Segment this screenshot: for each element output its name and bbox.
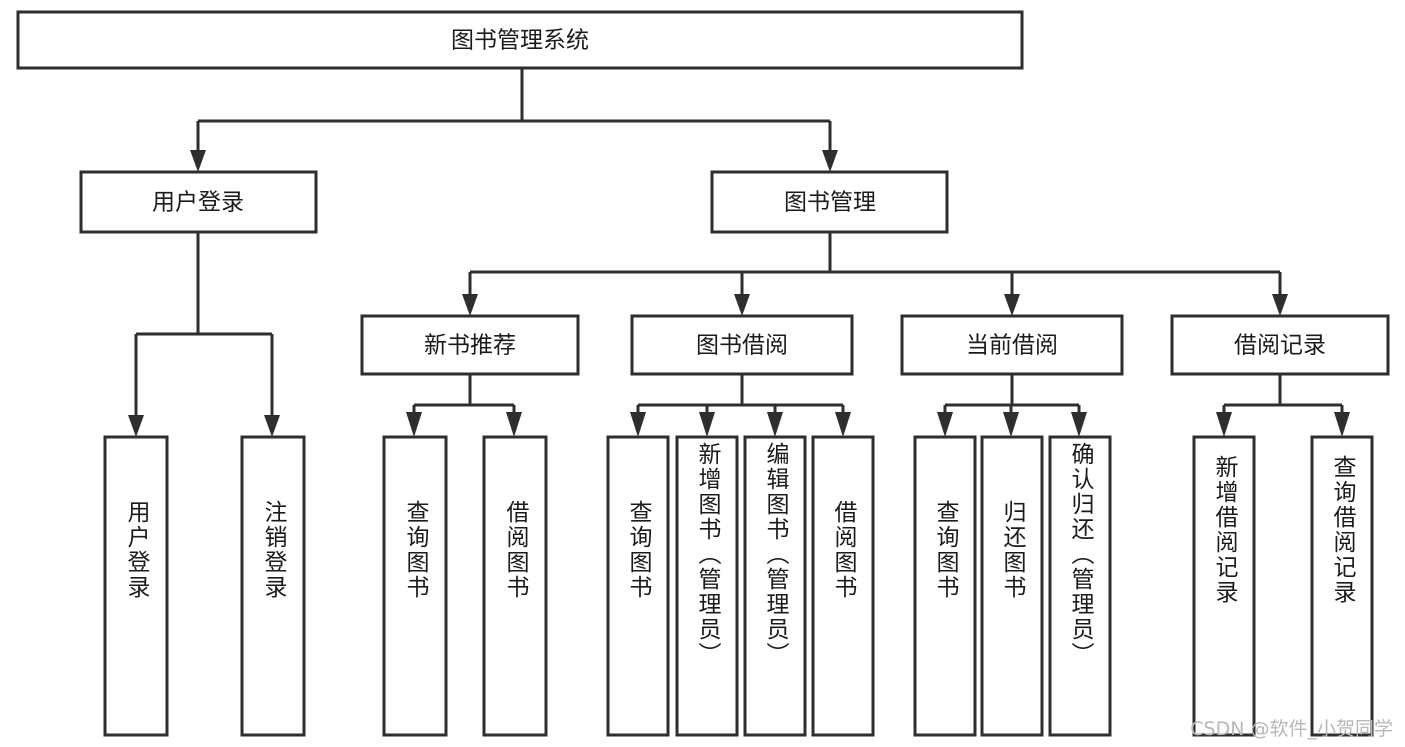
arrow-head-br-leaf-2 (1334, 412, 1350, 437)
arrow-head-cb-leaf-1 (937, 412, 953, 437)
label-current-borrow: 当前借阅 (966, 333, 1058, 359)
node-borrow-record[interactable] (1170, 314, 1390, 376)
label-borrow-record: 借阅记录 (1234, 333, 1326, 359)
leaf-box-user-login[interactable] (103, 435, 169, 737)
arrow-head-cb-leaf-3 (1071, 412, 1087, 437)
arrow-head-bb-leaf-2 (699, 412, 715, 437)
arrow-head-nb-leaf-2 (506, 412, 522, 437)
arrow-head-bb-leaf-1 (630, 412, 646, 437)
arrow-head-bb-leaf-4 (835, 412, 851, 437)
leaf-box-nb-query-book[interactable] (382, 435, 448, 737)
label-new-book-recommend: 新书推荐 (424, 333, 516, 359)
node-book-management[interactable] (710, 170, 949, 234)
leaf-box-nb-borrow-book[interactable] (482, 435, 548, 737)
arrow-head-user-login (190, 150, 206, 172)
node-box-layer (16, 10, 1390, 737)
label-root-book-management-system: 图书管理系统 (451, 28, 589, 54)
leaf-box-bb-query-book[interactable] (606, 435, 670, 737)
arrow-head-cb-leaf-2 (1003, 412, 1019, 437)
arrow-head-book-manage (822, 150, 838, 172)
arrow-head-br-leaf-1 (1216, 412, 1232, 437)
arrow-head-leaf-user-login (128, 415, 144, 437)
leaf-box-bb-borrow-book[interactable] (811, 435, 875, 737)
arrow-head-bb-leaf-3 (767, 412, 783, 437)
arrow-head-borrow-record (1272, 294, 1288, 316)
leaf-box-br-add-record[interactable] (1192, 435, 1256, 737)
label-user-login: 用户登录 (152, 190, 244, 216)
arrow-head-leaf-logout (264, 415, 280, 437)
leaf-box-cb-confirm-return-admin[interactable] (1048, 435, 1112, 737)
arrow-head-nb-leaf-1 (406, 412, 422, 437)
horizontal-label-layer: 图书管理系统 用户登录 图书管理 新书推荐 图书借阅 当前借阅 借阅记录 (152, 28, 1326, 359)
arrow-head-new-book (462, 294, 478, 316)
arrow-head-current-borrow (1004, 294, 1020, 316)
label-book-borrow: 图书借阅 (696, 333, 788, 359)
connector-layer (128, 68, 1350, 437)
node-current-borrow[interactable] (900, 314, 1124, 376)
leaf-box-bb-add-book-admin[interactable] (675, 435, 739, 737)
node-book-borrow[interactable] (630, 314, 854, 376)
node-user-login[interactable] (79, 170, 318, 234)
leaf-box-br-query-record[interactable] (1310, 435, 1374, 737)
leaf-box-cb-query-book[interactable] (913, 435, 977, 737)
leaf-box-bb-edit-book-admin[interactable] (743, 435, 807, 737)
node-new-book-recommend[interactable] (360, 314, 580, 376)
arrow-head-book-borrow (734, 294, 750, 316)
leaf-box-logout[interactable] (240, 435, 306, 737)
label-book-management: 图书管理 (784, 190, 876, 216)
leaf-box-cb-return-book[interactable] (980, 435, 1044, 737)
node-root-book-management-system[interactable] (16, 10, 1024, 70)
